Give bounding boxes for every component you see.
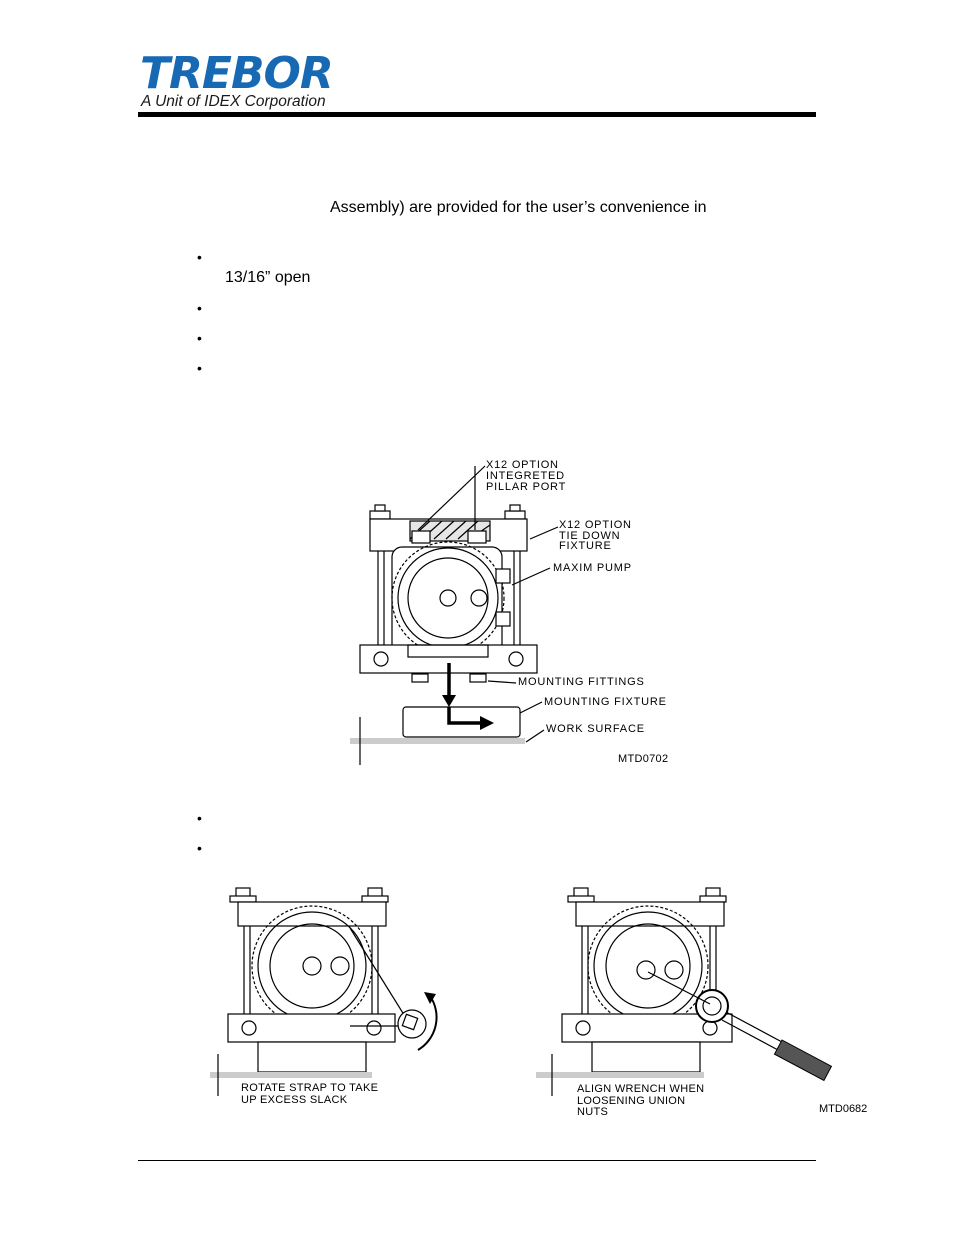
label-pump: MAXIM PUMP <box>553 562 632 574</box>
right-caption-3: NUTS <box>577 1106 609 1118</box>
figure-align-wrench <box>536 887 833 1096</box>
label-tie-down-1: X12 OPTION <box>559 519 632 531</box>
right-caption-1: ALIGN WRENCH WHEN <box>577 1083 705 1095</box>
label-pillar-port-2: INTEGRETED <box>486 470 565 482</box>
figure-mounting-diagram <box>350 465 559 765</box>
bullet-4: • <box>197 360 202 376</box>
label-mounting-fixture: MOUNTING FIXTURE <box>544 696 667 708</box>
bullet-6: • <box>197 840 202 856</box>
bullet-2: • <box>197 300 202 316</box>
figure1-drawing-id: MTD0702 <box>618 753 669 765</box>
right-caption-2: LOOSENING UNION <box>577 1095 686 1107</box>
footer-rule <box>138 1160 816 1161</box>
header-rule <box>138 112 816 117</box>
label-mounting-fittings: MOUNTING FITTINGS <box>518 676 645 688</box>
left-caption-1: ROTATE STRAP TO TAKE <box>241 1082 379 1094</box>
left-caption-2: UP EXCESS SLACK <box>241 1094 348 1106</box>
intro-line: Assembly) are provided for the user’s co… <box>330 199 707 216</box>
bullet-3: • <box>197 330 202 346</box>
label-tie-down-2: TIE DOWN <box>559 530 621 542</box>
label-pillar-port-3: PILLAR PORT <box>486 481 567 493</box>
figure-rotate-strap <box>210 887 438 1096</box>
bullet-1-continuation: 13/16” open <box>225 269 311 286</box>
trebor-logo: TREBOR <box>140 48 334 99</box>
label-tie-down-3: FIXTURE <box>559 540 612 552</box>
bullet-5: • <box>197 810 202 826</box>
figure2-drawing-id: MTD0682 <box>819 1103 868 1115</box>
bullet-1: • <box>197 249 202 265</box>
label-work-surface: WORK SURFACE <box>546 723 645 735</box>
label-pillar-port-1: X12 OPTION <box>486 459 559 471</box>
logo-subtitle: A Unit of IDEX Corporation <box>141 93 326 110</box>
